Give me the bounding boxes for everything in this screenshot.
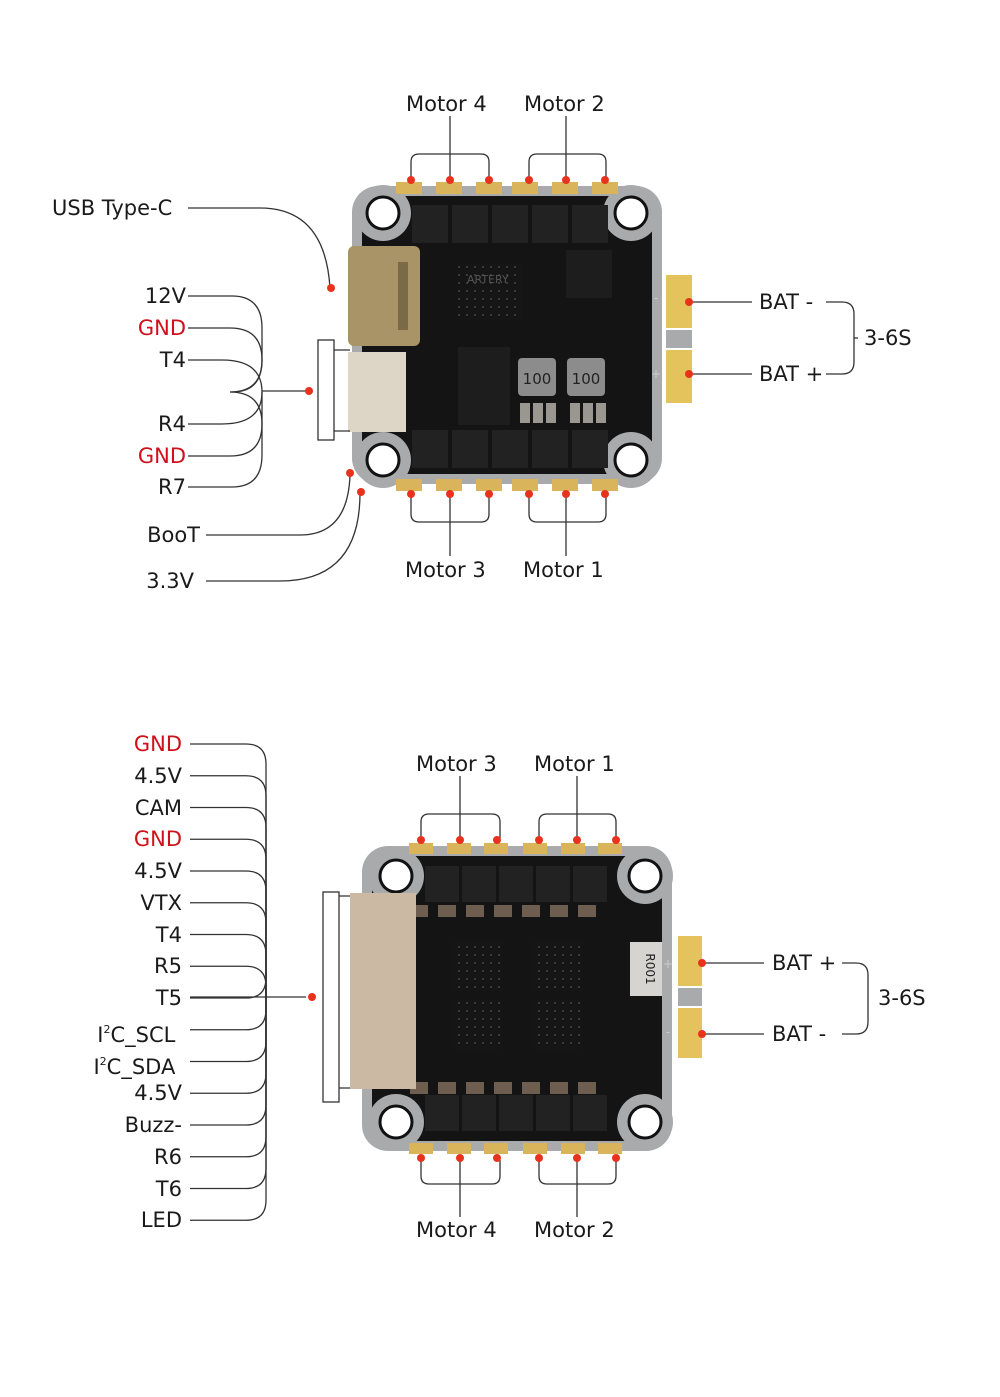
current-shunt — [630, 942, 662, 996]
pin-leader-line — [190, 997, 267, 1031]
pad-mark: + — [651, 367, 661, 381]
bottom-pin-label: LED — [140, 1208, 182, 1233]
3v3-label: 3.3V — [146, 569, 194, 593]
bottom-motor-4-label: Motor 4 — [416, 1218, 497, 1242]
bottom-pin-label: R5 — [154, 954, 182, 979]
inductor-label: 100 — [572, 370, 601, 388]
top-voltage-label: 3-6S — [864, 326, 912, 350]
boot-label: BooT — [147, 523, 200, 547]
esc-chip — [532, 940, 582, 990]
usb-type-c-label: USB Type-C — [52, 196, 173, 220]
pin-leader-line — [190, 806, 267, 997]
shunt-label: R001 — [643, 953, 657, 984]
bottom-pin-label: T4 — [155, 922, 182, 947]
pin-leader-line — [190, 997, 267, 1094]
top-pin-label: R4 — [158, 412, 186, 436]
bottom-esc-board: R001 + - — [350, 843, 702, 1154]
bottom-pin-dots — [308, 836, 706, 1162]
esc-chip — [532, 1000, 582, 1050]
top-bat-neg-label: BAT - — [759, 290, 814, 314]
top-pin-label: T4 — [159, 348, 186, 372]
mount-hole — [627, 1104, 663, 1140]
top-pin-dots — [305, 176, 693, 498]
esc-chip — [452, 940, 502, 990]
inductor-label: 100 — [523, 370, 552, 388]
pad-mark: - — [654, 291, 658, 305]
gyro-chip — [458, 347, 510, 425]
bottom-pin-label: I2C_SDA — [93, 1054, 182, 1079]
bottom-voltage-label: 3-6S — [878, 986, 926, 1010]
bottom-bat-neg-label: BAT - — [772, 1022, 827, 1046]
bottom-pin-label: GND — [133, 827, 182, 852]
mcu-label: ARTERY — [467, 273, 509, 286]
pin-leader-line — [190, 838, 267, 997]
pin-leader-line — [190, 902, 267, 997]
pin-leader-line — [190, 870, 267, 997]
bottom-motor-2-label: Motor 2 — [534, 1218, 615, 1242]
battery-pad-pos — [678, 936, 702, 986]
top-pin-label: 12V — [144, 284, 186, 308]
pin-leader-line — [190, 965, 267, 997]
bottom-motor-1-label: Motor 1 — [534, 752, 615, 776]
top-motor-3-label: Motor 3 — [405, 558, 486, 582]
bottom-pin-label: Buzz- — [124, 1113, 182, 1137]
mount-hole — [378, 1104, 414, 1140]
bottom-connector-bundle — [190, 743, 267, 1221]
bottom-leader-lines — [190, 776, 869, 1217]
top-leader-lines — [188, 116, 858, 582]
pin-leader-line — [190, 775, 267, 997]
motor-pads-bottom-board — [409, 843, 622, 1154]
pad-mark: + — [663, 957, 673, 971]
inductor — [518, 358, 556, 396]
jst-connector-top — [348, 352, 406, 432]
top-motor-4-label: Motor 4 — [406, 92, 487, 116]
top-pin-label: GND — [137, 444, 186, 468]
top-pin-label: R7 — [158, 475, 186, 499]
usb-c-port — [348, 246, 420, 346]
pin-leader-line — [190, 997, 267, 1158]
mount-hole — [627, 858, 663, 894]
mcu-chip — [458, 264, 522, 320]
bottom-motor-3-label: Motor 3 — [416, 752, 497, 776]
bottom-pin-label: I2C_SCL — [97, 1022, 182, 1047]
top-motor-2-label: Motor 2 — [524, 92, 605, 116]
inductor — [567, 358, 605, 396]
bottom-pin-label: 4.5V — [134, 859, 182, 883]
bottom-pin-label: 4.5V — [134, 1081, 182, 1106]
mount-hole — [613, 442, 649, 478]
pin-leader-line — [190, 743, 267, 997]
esc-chip — [452, 1000, 502, 1050]
bottom-pin-label: T5 — [155, 986, 182, 1010]
top-pin-label: GND — [137, 316, 186, 340]
pin-leader-line — [190, 977, 267, 999]
bottom-pin-label: VTX — [140, 890, 182, 915]
bottom-board-pcb — [372, 856, 662, 1141]
battery-pad-neg — [678, 1008, 702, 1058]
bottom-pin-label: R6 — [154, 1144, 182, 1169]
top-bat-pos-label: BAT + — [759, 362, 824, 386]
bottom-pin-label: T6 — [155, 1176, 182, 1201]
bottom-pin-label: CAM — [134, 795, 182, 820]
pin-leader-line — [190, 997, 267, 1221]
mount-hole — [365, 195, 401, 231]
pin-leader-line — [190, 933, 267, 997]
bottom-pin-label: GND — [133, 732, 182, 756]
bottom-bat-pos-label: BAT + — [772, 951, 837, 975]
top-motor-1-label: Motor 1 — [523, 558, 604, 582]
bottom-pin-label: 4.5V — [134, 763, 182, 788]
mount-hole — [365, 442, 401, 478]
mount-hole — [613, 195, 649, 231]
pad-mark: - — [666, 1025, 670, 1039]
motor-pads-top — [396, 182, 618, 491]
fpc-connector — [350, 893, 416, 1089]
mount-hole — [378, 858, 414, 894]
top-flight-controller-board: ARTERY 100 100 - + — [348, 182, 692, 491]
